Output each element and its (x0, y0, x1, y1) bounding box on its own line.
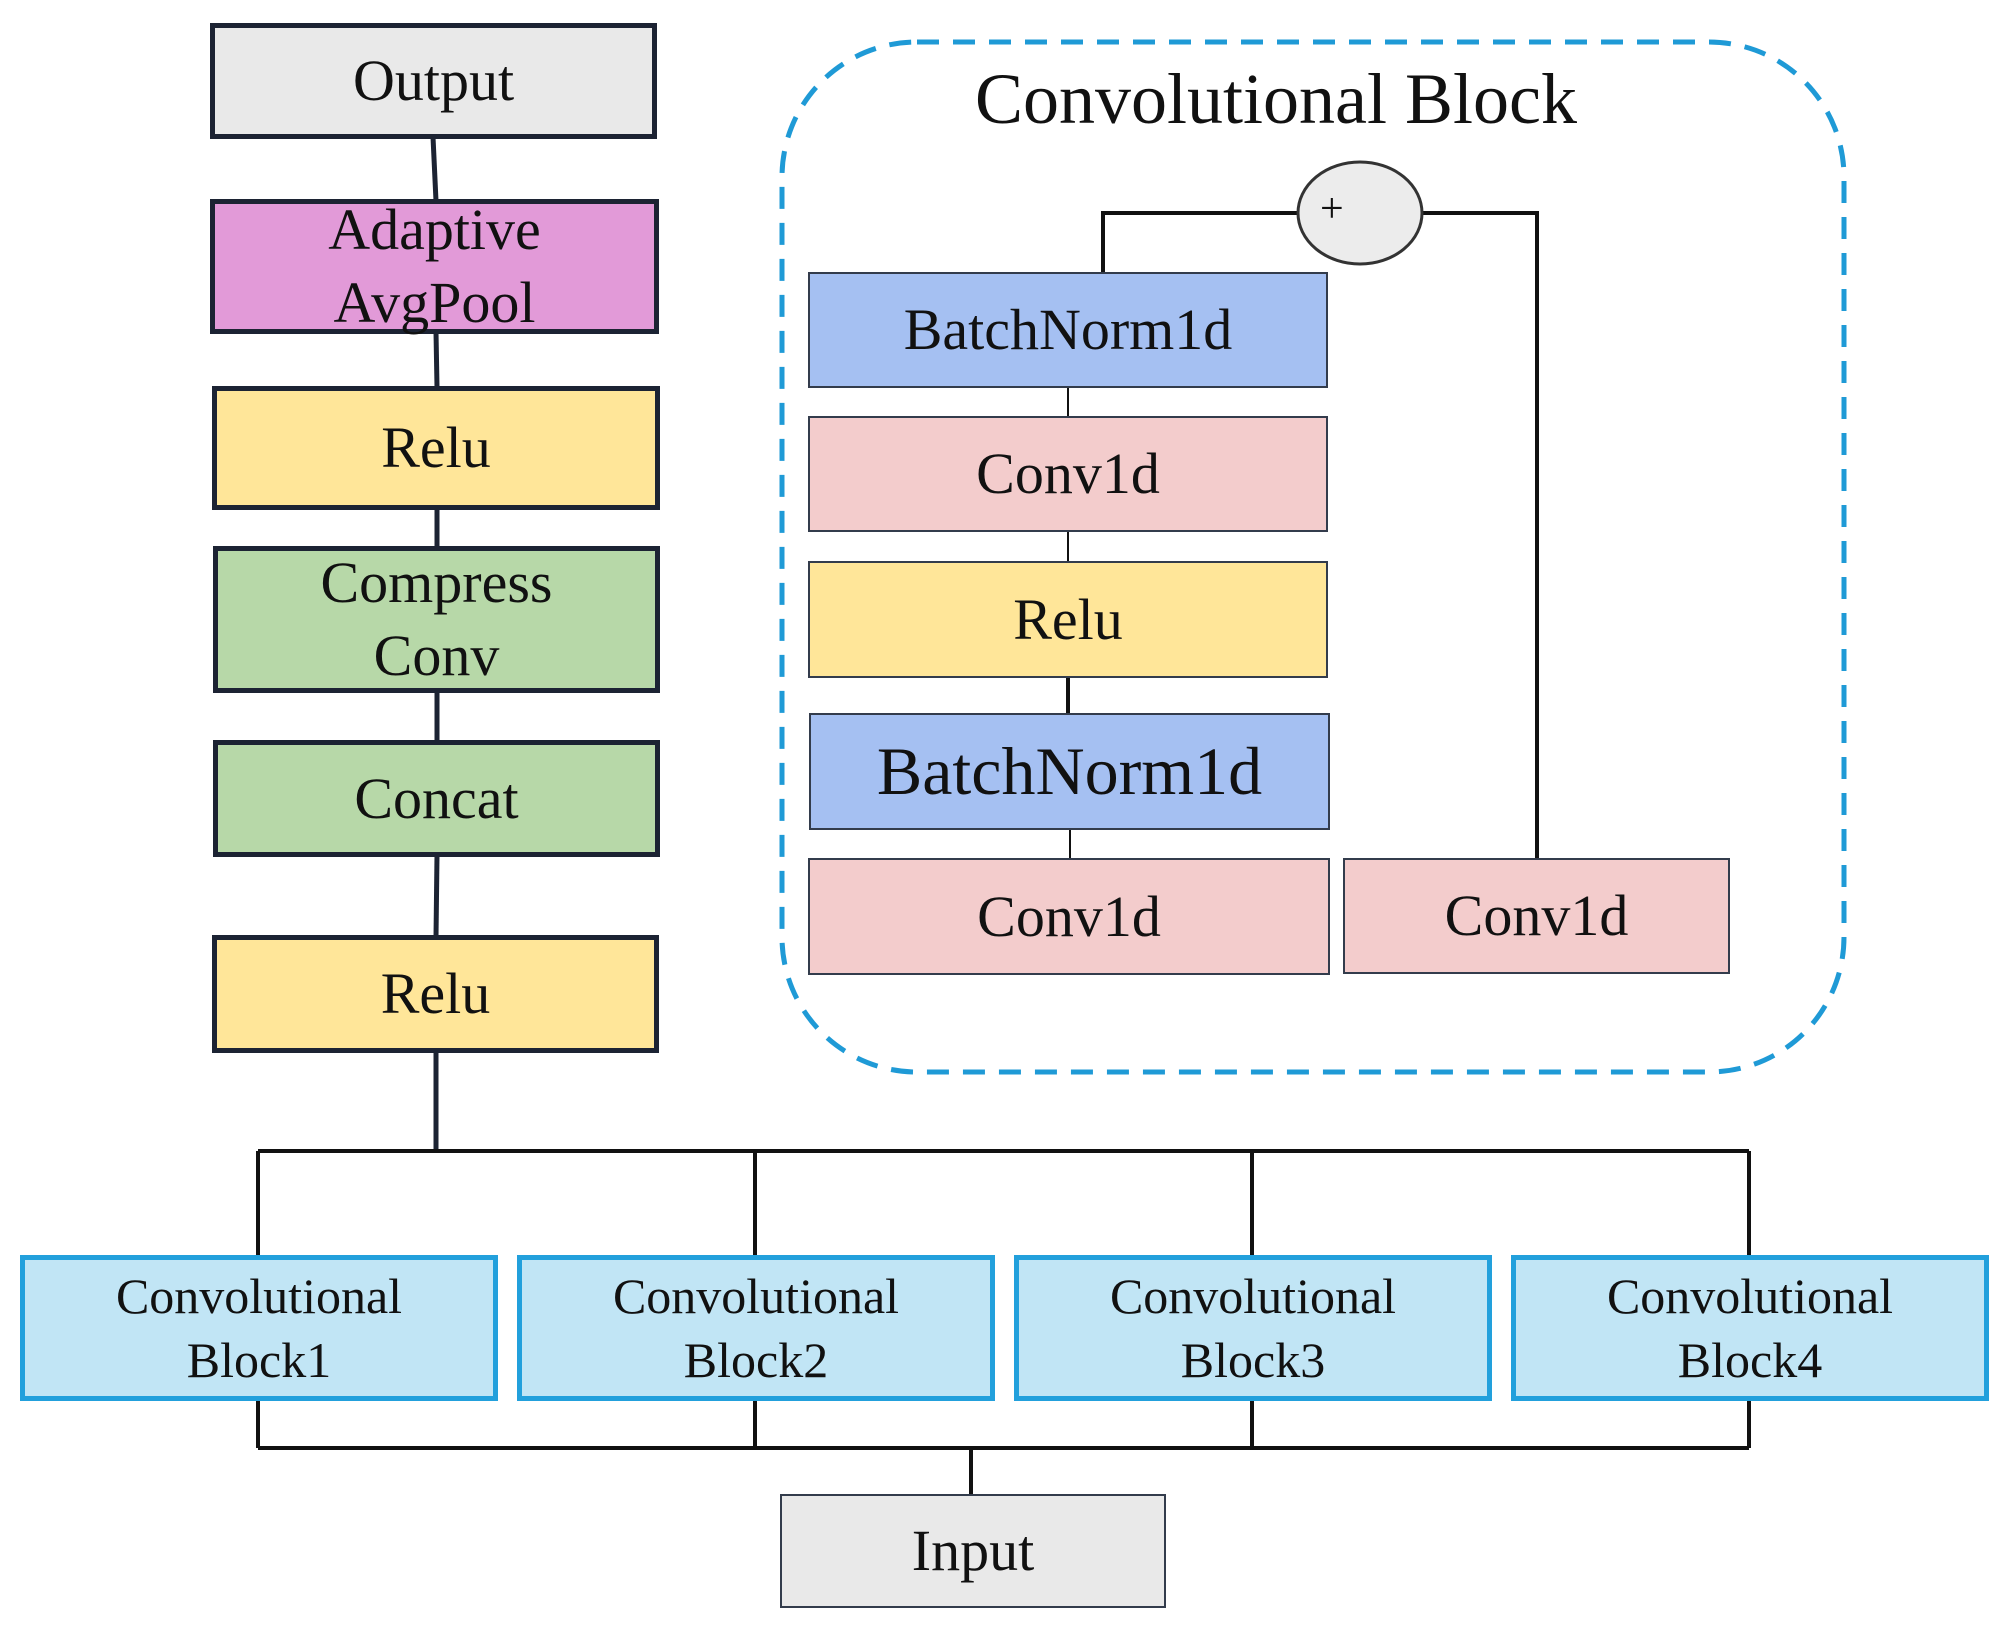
conv1d-layer-1: Conv1d (808, 416, 1328, 532)
relu-layer: Relu (808, 561, 1328, 678)
batchnorm1d-layer-1: BatchNorm1d (808, 272, 1328, 388)
adaptive-avgpool-node: Adaptive AvgPool (210, 197, 659, 335)
convolutional-block1: Convolutional Block1 (20, 1255, 498, 1401)
convolutional-block1-line1: Convolutional (115, 1268, 403, 1324)
output-node: Output (210, 23, 657, 139)
convolutional-block3-line2: Block3 (1180, 1332, 1326, 1388)
relu-top-node: Relu (212, 386, 660, 510)
convolutional-block2-line1: Convolutional (612, 1268, 900, 1324)
adaptive-avgpool-line2: AvgPool (333, 269, 536, 335)
conv-block-title: Convolutional Block (975, 59, 1577, 139)
convolutional-block4-line1: Convolutional (1606, 1268, 1894, 1324)
main-stack-connectors (430, 136, 440, 1151)
input-node: Input (780, 1494, 1166, 1608)
convolutional-block2-line2: Block2 (683, 1332, 829, 1388)
concat-node: Concat (213, 740, 660, 857)
convolutional-block4: Convolutional Block4 (1511, 1255, 1989, 1401)
conv-block-wiring (1066, 211, 1539, 860)
adaptive-avgpool-line1: Adaptive (328, 197, 541, 262)
convolutional-block1-line2: Block1 (186, 1332, 332, 1388)
convolutional-block4-line2: Block4 (1677, 1332, 1823, 1388)
conv-block-detail-border (779, 39, 1847, 1075)
sum-node (1296, 160, 1424, 266)
compress-conv-line1: Compress (320, 550, 553, 615)
convolutional-block3: Convolutional Block3 (1014, 1255, 1492, 1401)
plus-symbol: + (1320, 186, 1344, 232)
relu-bottom-node: Relu (212, 935, 659, 1053)
batchnorm1d-layer-2: BatchNorm1d (809, 713, 1330, 830)
conv1d-layer-2: Conv1d (808, 858, 1330, 975)
convolutional-block3-line1: Convolutional (1109, 1268, 1397, 1324)
compress-conv-line2: Conv (373, 622, 500, 688)
lower-bus (256, 1399, 1751, 1496)
convolutional-block2: Convolutional Block2 (517, 1255, 995, 1401)
upper-bus (256, 1149, 1751, 1257)
shortcut-conv1d-layer: Conv1d (1343, 858, 1730, 974)
compress-conv-node: Compress Conv (213, 546, 660, 693)
